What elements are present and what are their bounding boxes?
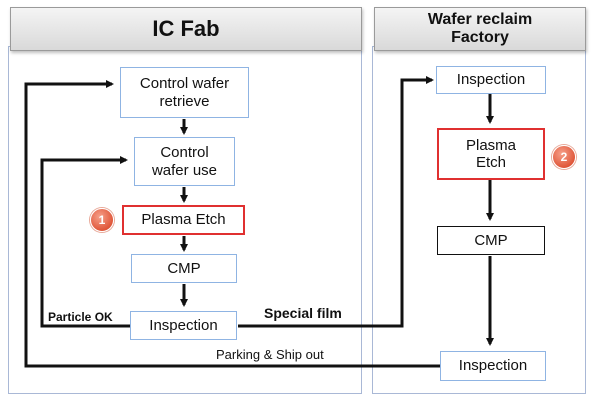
- arrow-special-film: [238, 76, 434, 328]
- ic-plasma-etch-box: Plasma Etch: [122, 205, 245, 235]
- step-1-badge-icon: 1: [90, 208, 114, 232]
- reclaim-cmp-box: CMP: [437, 226, 545, 255]
- special-film-label: Special film: [264, 305, 342, 321]
- ic-inspection-box: Inspection: [130, 311, 237, 340]
- arrow-ship-out-loop: [24, 80, 441, 368]
- particle-ok-label: Particle OK: [48, 310, 113, 324]
- reclaim-plasma-etch-box: Plasma Etch: [437, 128, 545, 180]
- ic-fab-title: IC Fab: [10, 7, 362, 51]
- wafer-reclaim-title: Wafer reclaim Factory: [374, 7, 586, 51]
- parking-ship-out-label: Parking & Ship out: [216, 347, 324, 362]
- control-wafer-use-box: Control wafer use: [134, 137, 235, 186]
- step-2-badge-icon: 2: [552, 145, 576, 169]
- reclaim-inspection-top-box: Inspection: [436, 66, 546, 94]
- ic-cmp-box: CMP: [131, 254, 237, 283]
- arrow-particle-ok-loop: [40, 156, 130, 328]
- reclaim-inspection-bottom-box: Inspection: [440, 351, 546, 381]
- control-wafer-retrieve-box: Control wafer retrieve: [120, 67, 249, 118]
- wafer-reclaim-panel: [372, 46, 586, 394]
